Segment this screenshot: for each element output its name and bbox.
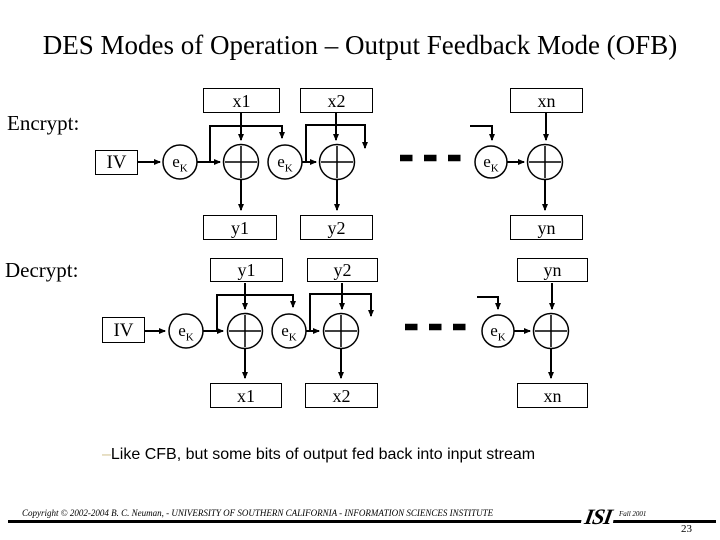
xor-node-n-enc [526,143,564,181]
ek-base: e [281,321,289,340]
input-box-yn-dec: yn [517,258,588,282]
output-box-x2-dec: x2 [305,383,378,408]
ek-base: e [483,152,491,171]
ek-sub: K [288,331,297,344]
cipher-node-ek2-enc [267,144,303,180]
input-box-y1-dec: y1 [210,258,283,282]
slide-title: DES Modes of Operation – Output Feedback… [42,30,678,60]
encrypt-label: Encrypt: [7,111,80,135]
feedback-into-ekn-dec [477,296,501,310]
input-box-xn-enc: xn [510,88,583,113]
feedback-into-ekn-enc [470,125,495,141]
feedback-ek1-to-ek2-enc [209,125,285,162]
feedback-ek2-out-dec [309,293,374,331]
feedback-ek1-to-ek2-dec [216,294,296,331]
decrypt-label: Decrypt: [5,258,79,282]
ek-sub: K [490,162,499,175]
xor-plus-n-enc [529,146,561,178]
page-number: 23 [681,523,692,535]
ek-label-2-enc: eK [267,150,303,174]
xor-plus-2-dec [325,315,357,347]
xor-plus-1-enc [225,146,257,178]
bullet-dash: – [102,446,111,463]
input-box-x2-enc: x2 [300,88,373,113]
ek-label-1-dec: eK [168,319,204,343]
term-label: Fall 2001 [617,510,649,518]
bullet-text: Like CFB, but some bits of output fed ba… [110,446,536,463]
footer-rule [8,520,716,523]
xor-node-2-dec [322,312,360,350]
cipher-node-ek1-enc [162,144,198,180]
output-box-yn-enc: yn [510,215,583,240]
xor-plus-2-enc [321,146,353,178]
ek-label-1-enc: eK [162,150,198,174]
cipher-node-ek2-dec [271,313,307,349]
xor-node-1-enc [222,143,260,181]
ek-base: e [277,152,285,171]
output-box-y1-enc: y1 [203,215,277,240]
xor-node-n-dec [532,312,570,350]
cipher-node-ek1-dec [168,313,204,349]
bullet-line: –Like CFB, but some bits of output fed b… [102,446,662,464]
ek-label-n-enc: eK [473,150,509,174]
xor-node-2-enc [318,143,356,181]
ek-base: e [172,152,180,171]
xor-node-1-dec [226,312,264,350]
cipher-node-ekn-dec [481,314,515,348]
copyright-text: Copyright © 2002-2004 B. C. Neuman, - UN… [22,508,494,518]
output-box-x1-dec: x1 [210,383,282,408]
cipher-node-ekn-enc [474,145,508,179]
ek-label-n-dec: eK [480,319,516,343]
ek-sub: K [185,331,194,344]
ek-base: e [490,321,498,340]
iv-box-dec: IV [102,317,145,343]
output-box-xn-dec: xn [517,383,588,408]
ek-sub: K [497,331,506,344]
xor-plus-n-dec [535,315,567,347]
xor-plus-1-dec [229,315,261,347]
ek-sub: K [284,162,293,175]
ek-label-2-dec: eK [271,319,307,343]
ek-sub: K [179,162,188,175]
ek-base: e [178,321,186,340]
output-box-y2-enc: y2 [300,215,373,240]
isi-logo: ISI [580,504,617,529]
input-box-x1-enc: x1 [203,88,280,113]
input-box-y2-dec: y2 [307,258,378,282]
iv-box-enc: IV [95,150,138,175]
